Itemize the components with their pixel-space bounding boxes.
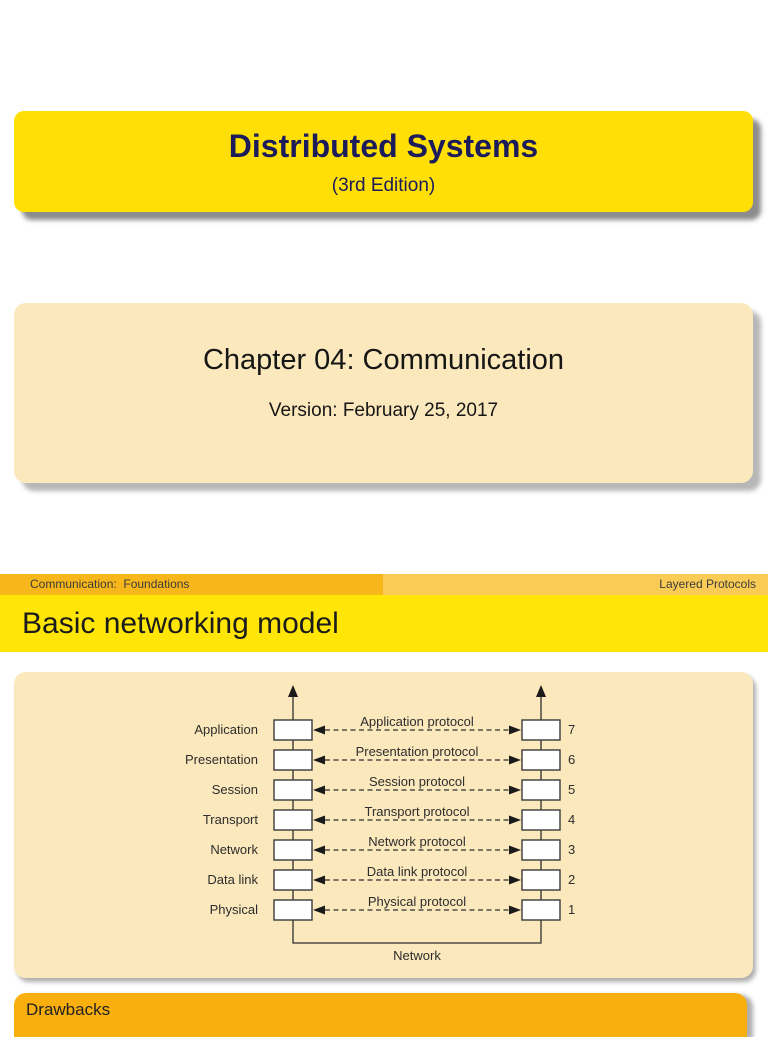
chapter-version: Version: February 25, 2017 (268, 400, 499, 421)
layer-number: 7 (568, 722, 576, 737)
title-box: Distributed Systems (3rd Edition) (14, 111, 753, 212)
layer-label: Transport (202, 812, 258, 827)
protocol-label: Physical protocol (367, 894, 467, 909)
drawbacks-label: Drawbacks (26, 1000, 111, 1019)
protocol-label: Presentation protocol (355, 744, 479, 759)
osi-diagram-lines (273, 685, 561, 944)
section-label-left: Communication: Foundations (0, 574, 383, 595)
protocol-label: Transport protocol (364, 804, 470, 819)
drawbacks-bar: Drawbacks (14, 993, 747, 1037)
layer-number: 3 (568, 842, 576, 857)
layer-label: Presentation (185, 752, 258, 767)
layer-label: Application (194, 722, 258, 737)
layer-label: Physical (209, 902, 258, 917)
layer-label: Session (211, 782, 258, 797)
section-header-strip: Communication: Foundations Layered Proto… (0, 574, 768, 595)
protocol-label: Session protocol (368, 774, 466, 789)
deck-subtitle: (3rd Edition) (331, 175, 436, 196)
slide-title-band: Basic networking model (0, 595, 768, 652)
layer-label: Network (210, 842, 258, 857)
layer-label: Data link (207, 872, 258, 887)
layer-number: 6 (568, 752, 576, 767)
layer-number: 2 (568, 872, 576, 887)
layer-number: 4 (568, 812, 576, 827)
section-label-right: Layered Protocols (383, 574, 768, 595)
layer-number: 5 (568, 782, 576, 797)
slide-title: Basic networking model (22, 607, 339, 640)
diagram-panel: Application Presentation Session Transpo… (14, 672, 753, 978)
layer-number: 1 (568, 902, 576, 917)
protocol-label: Data link protocol (366, 864, 468, 879)
protocol-label: Application protocol (360, 714, 474, 729)
chapter-title: Chapter 04: Communication (202, 344, 565, 376)
deck-title: Distributed Systems (228, 128, 539, 164)
chapter-box: Chapter 04: Communication Version: Febru… (14, 303, 753, 483)
protocol-label: Network protocol (368, 834, 466, 849)
network-label: Network (393, 948, 441, 963)
